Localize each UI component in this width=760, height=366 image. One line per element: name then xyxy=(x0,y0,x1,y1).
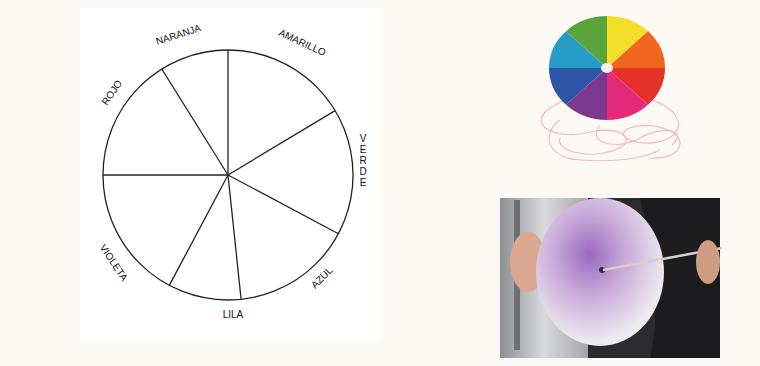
color-label: VERDE xyxy=(358,133,368,188)
color-label: VIOLETA xyxy=(98,242,130,283)
string xyxy=(541,68,680,161)
color-label: AZUL xyxy=(309,264,335,290)
panel-ground xyxy=(80,8,380,340)
color-label: NARANJA xyxy=(154,22,202,47)
spinning-disc-photo xyxy=(500,198,722,358)
color-label: AMARILLO xyxy=(277,26,327,57)
color-label: LILA xyxy=(223,309,244,320)
sector-circle xyxy=(103,50,353,300)
color-disc-photo xyxy=(541,16,680,161)
color-label: ROJO xyxy=(100,77,125,106)
